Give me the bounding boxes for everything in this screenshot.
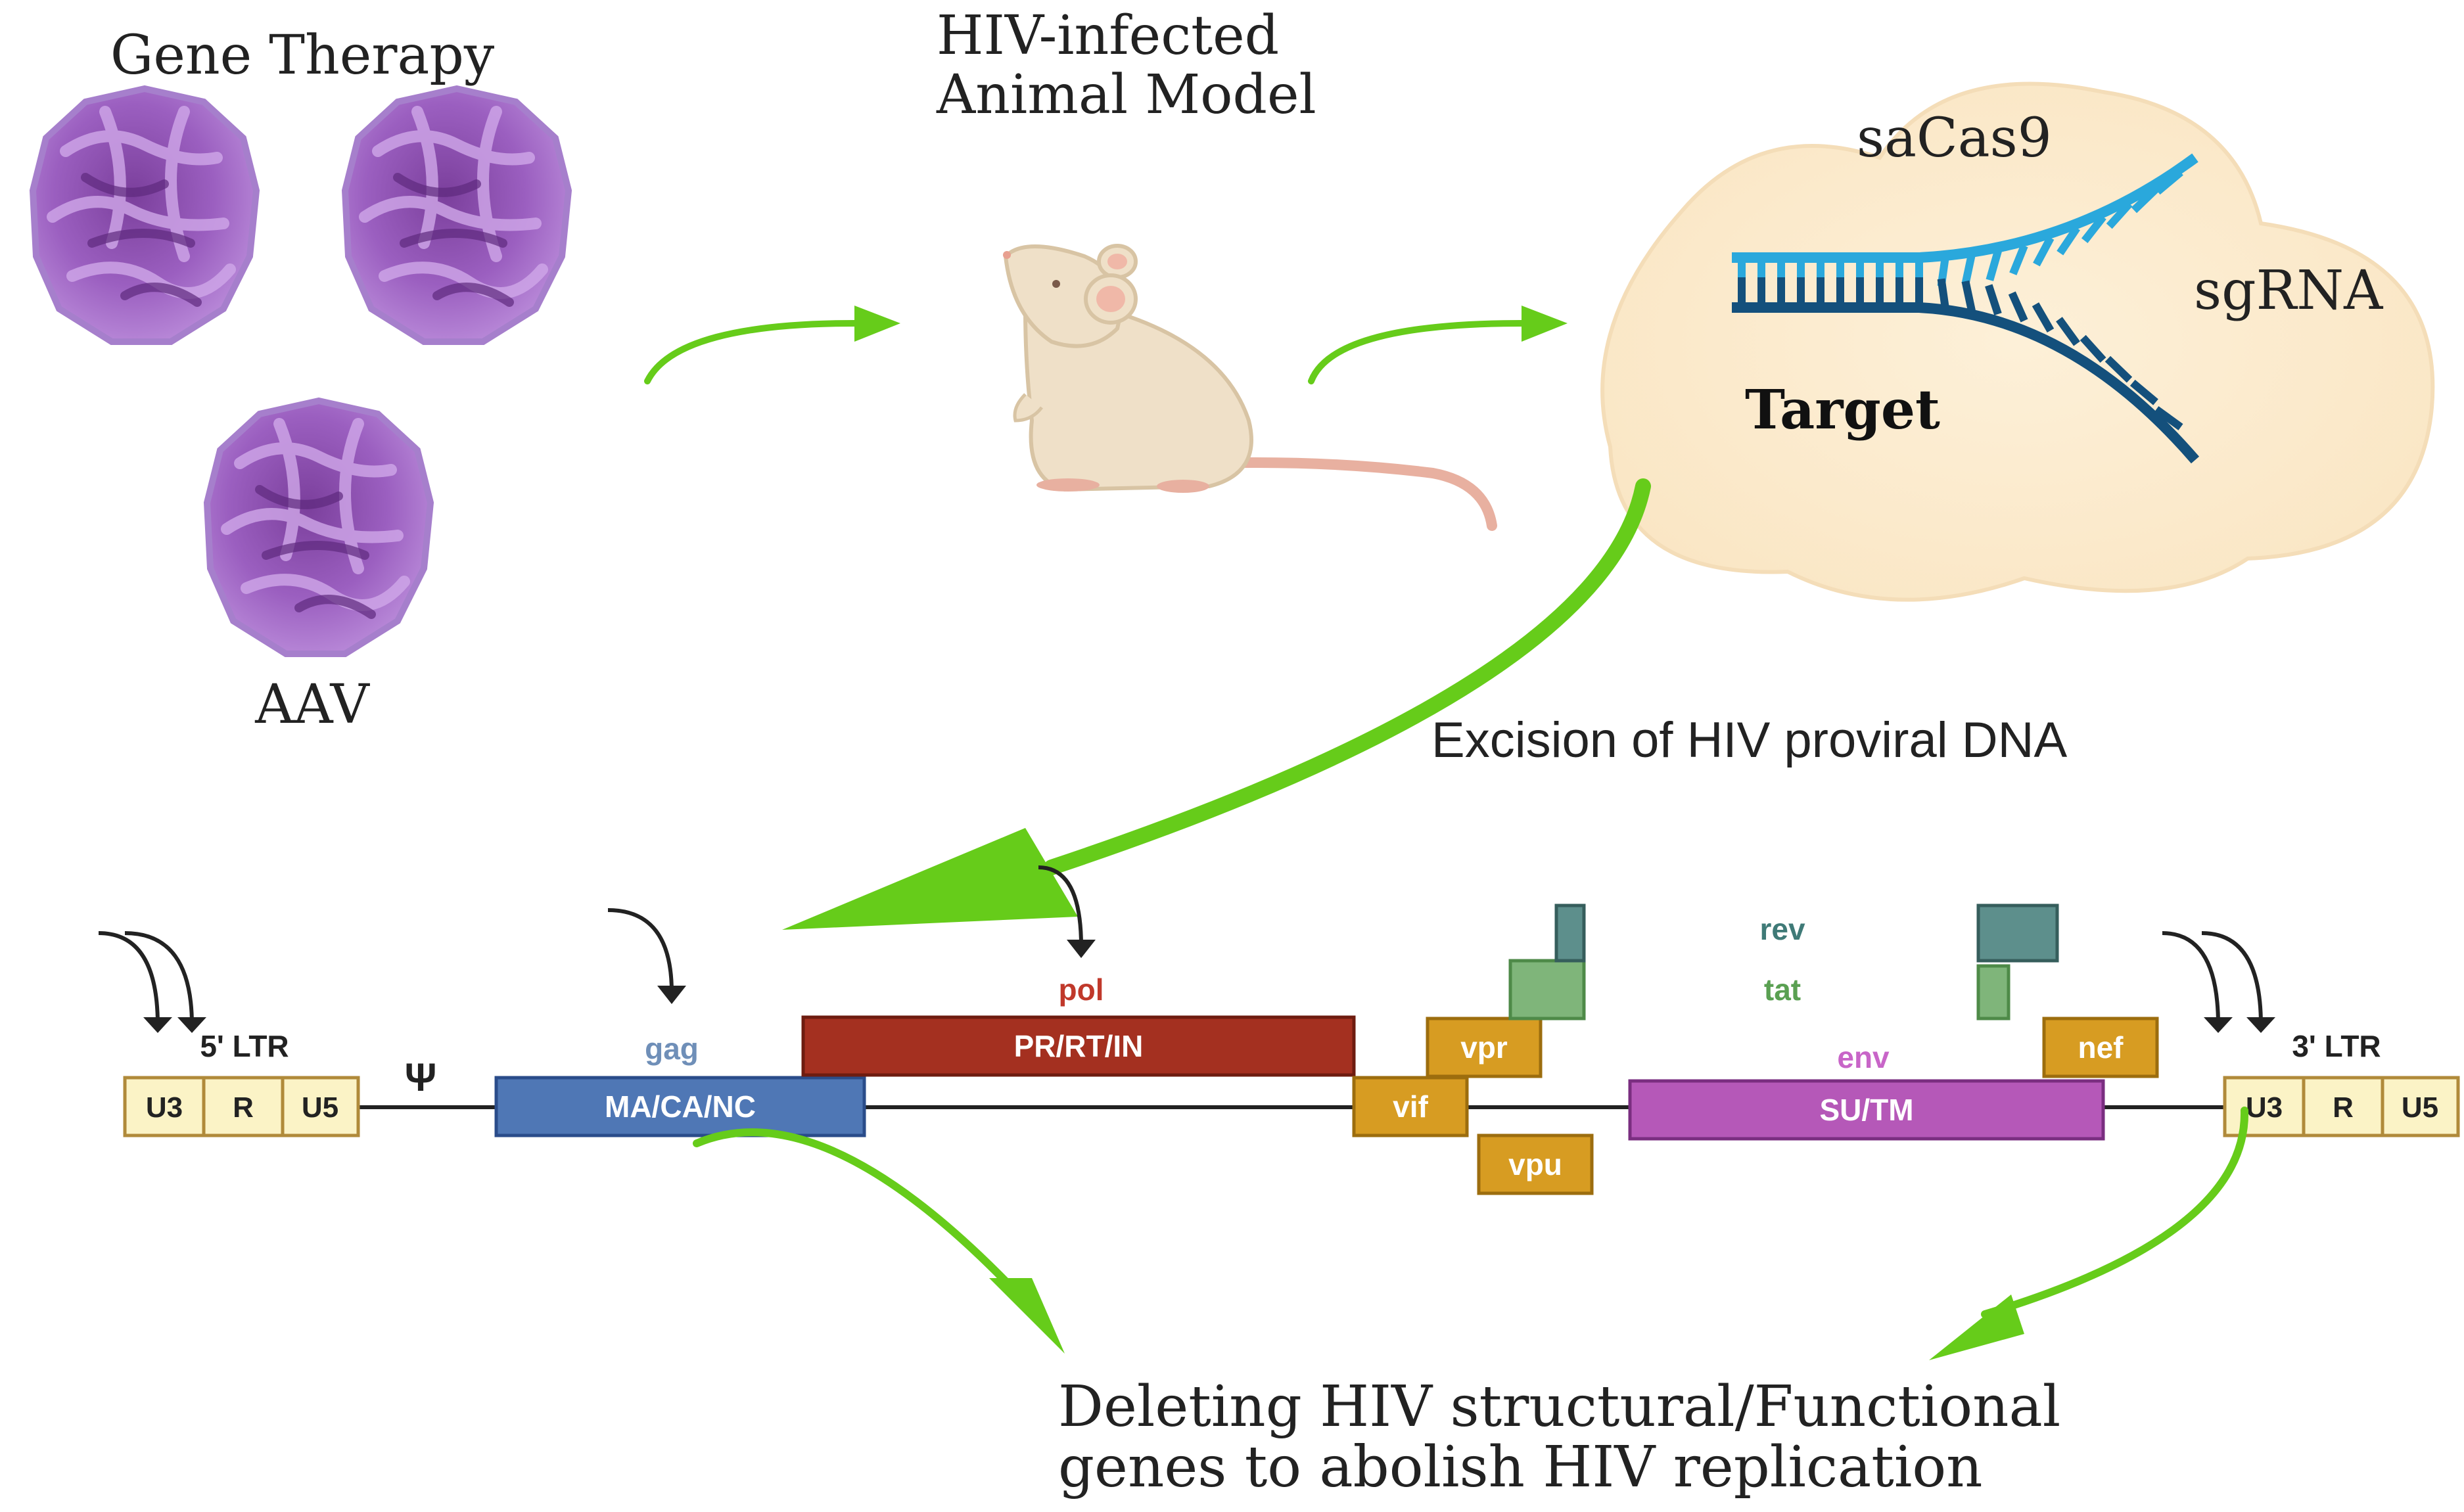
rev-exon2 xyxy=(1976,904,2059,963)
base-pair-tick xyxy=(2081,214,2106,243)
ltr5-u3: U3 xyxy=(146,1091,183,1124)
result-line2: genes to abolish HIV replication xyxy=(1058,1434,1983,1500)
base-pair-tick xyxy=(2008,291,2028,323)
ltr3-boxes: U3 R U5 xyxy=(2223,1076,2460,1137)
vpr-box xyxy=(1426,1017,1543,1078)
base-pair-tick xyxy=(2106,200,2133,229)
arrow-ltr3-to-result xyxy=(1929,1107,2249,1360)
cut-arrow-3ltr-a xyxy=(2162,931,2233,1033)
psi-label: Ψ xyxy=(405,1055,437,1099)
aav-label: AAV xyxy=(254,674,370,736)
sacas9-label: saCas9 xyxy=(1857,107,2052,170)
base-pair-tick xyxy=(1961,253,1976,285)
vpr-label: vpr xyxy=(1460,1030,1508,1065)
ltr3-label: 3' LTR xyxy=(2292,1029,2381,1063)
vpu-label: vpu xyxy=(1508,1147,1562,1181)
base-pair-tick xyxy=(2080,334,2106,363)
env-box xyxy=(1628,1079,2105,1141)
pol-box-label: PR/RT/IN xyxy=(1014,1029,1144,1063)
base-pair-tick xyxy=(2009,244,2028,275)
ltr5-r: R xyxy=(233,1091,254,1124)
base-pair-tick xyxy=(2056,317,2080,346)
animal-model-title-line2: Animal Model xyxy=(936,64,1316,126)
base-pair-tick xyxy=(2131,186,2159,214)
aav-particle-1 xyxy=(29,85,260,345)
env-label: env xyxy=(1837,1040,1890,1074)
sgrna-label: sgRNA xyxy=(2194,260,2384,322)
ltr3-r: R xyxy=(2333,1091,2354,1124)
arrow-cas9-to-genome xyxy=(782,478,1651,930)
gag-box-label: MA/CA/NC xyxy=(605,1089,756,1124)
excision-label: Excision of HIV proviral DNA xyxy=(1431,712,2067,768)
target-dna-strand xyxy=(1732,277,2200,464)
base-pair-tick xyxy=(2154,406,2183,430)
base-pair-tick xyxy=(1961,280,1976,312)
env-box-label: SU/TM xyxy=(1819,1093,1913,1127)
base-pair-tick xyxy=(2129,379,2158,405)
base-pair-tick xyxy=(1986,250,2002,281)
tat-label: tat xyxy=(1764,973,1801,1007)
sacas9-cloud xyxy=(1600,81,2435,602)
aav-particle-3 xyxy=(203,397,434,657)
ltr5-label: 5' LTR xyxy=(200,1029,289,1063)
mouse-illustration xyxy=(1003,244,1497,531)
cut-arrow-pol xyxy=(1038,865,1096,958)
base-pair-tick xyxy=(2057,225,2080,256)
base-pair-tick xyxy=(2104,355,2133,383)
base-pair-tick xyxy=(2154,169,2183,195)
base-pair-tick xyxy=(1985,284,2002,315)
pol-label: pol xyxy=(1059,973,1104,1007)
arrow-mouse-to-cas9 xyxy=(1308,306,1568,384)
aav-particle-2 xyxy=(341,85,572,345)
animal-model-title-line1: HIV-infected xyxy=(937,5,1279,67)
cut-arrow-5ltr-b xyxy=(124,931,206,1033)
base-pair-tick xyxy=(2033,236,2055,267)
gag-box xyxy=(494,1076,866,1137)
rev-exon1 xyxy=(1554,904,1586,963)
nef-label: nef xyxy=(2078,1030,2124,1065)
cut-arrow-5ltr-a xyxy=(98,931,172,1033)
nef-box xyxy=(2042,1017,2159,1078)
ltr3-u3: U3 xyxy=(2246,1091,2283,1124)
rev-label: rev xyxy=(1759,912,1805,946)
pol-box xyxy=(801,1015,1356,1077)
tat-exon2 xyxy=(1976,964,2011,1020)
base-pair-tick xyxy=(1937,278,1949,309)
cut-arrow-3ltr-b xyxy=(2201,931,2275,1033)
ltr5-boxes: U3 R U5 xyxy=(123,1076,360,1137)
arrow-gag-to-result xyxy=(693,1128,1065,1354)
base-pair-tick xyxy=(2032,302,2055,333)
target-label: Target xyxy=(1745,378,1940,442)
vif-box xyxy=(1352,1076,1469,1137)
vpu-box xyxy=(1477,1134,1594,1195)
vif-label: vif xyxy=(1393,1089,1428,1124)
result-line1: Deleting HIV structural/Functional xyxy=(1058,1374,2060,1440)
gag-label: gag xyxy=(645,1032,699,1066)
ltr3-u5: U5 xyxy=(2402,1091,2438,1124)
arrow-aav-to-mouse xyxy=(644,306,900,384)
cut-arrow-gag xyxy=(607,908,686,1004)
ltr5-u5: U5 xyxy=(302,1091,338,1124)
gene-therapy-title: Gene Therapy xyxy=(110,24,495,87)
tat-exon1 xyxy=(1508,959,1586,1020)
